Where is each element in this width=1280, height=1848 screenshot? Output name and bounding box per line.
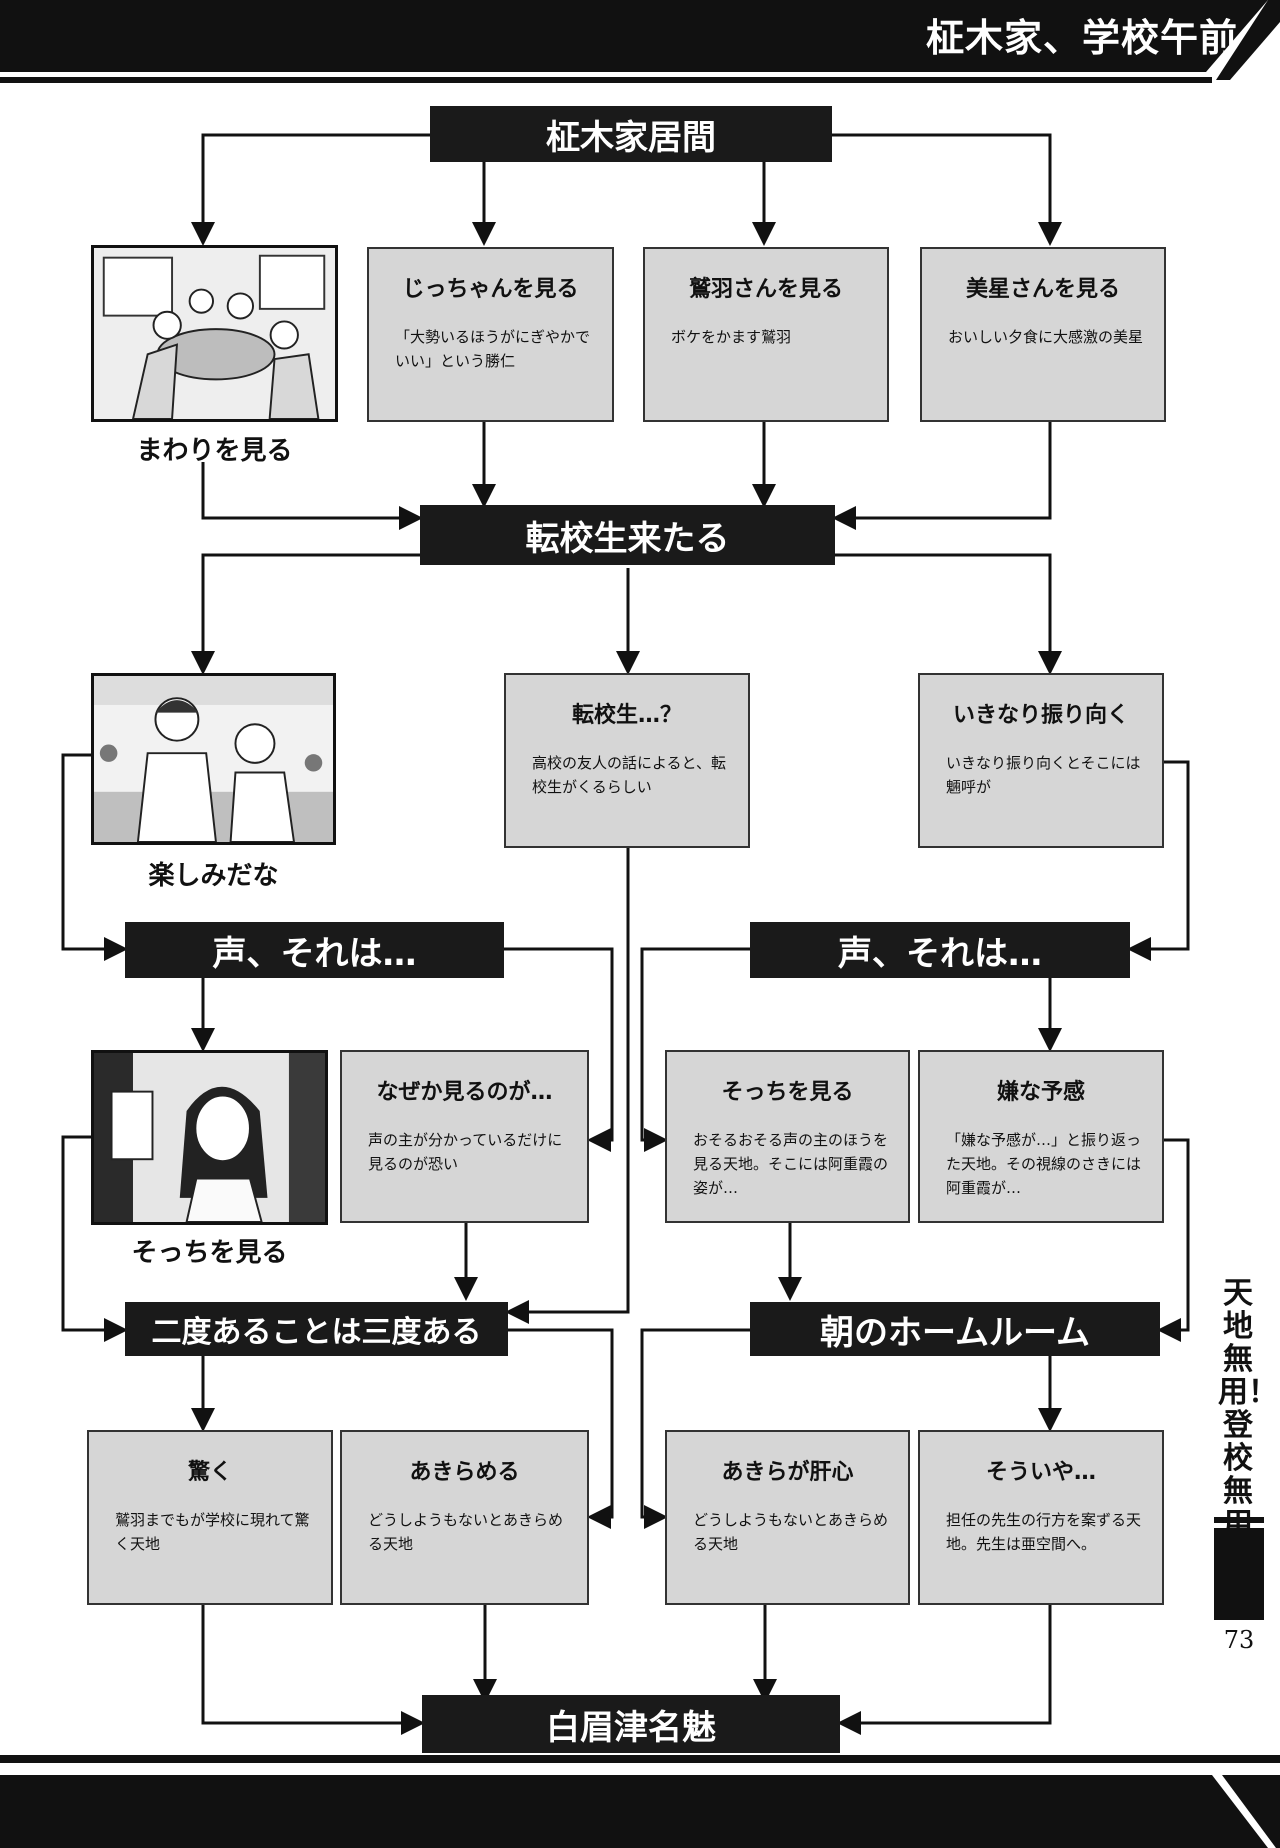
node-living-room: 柾木家居間 <box>430 106 832 162</box>
event-box-naze: なぜか見るのが… 声の主が分かっているだけに見るのが恐い <box>340 1050 589 1223</box>
event-box-washu: 鷲羽さんを見る ボケをかます鷲羽 <box>643 247 889 422</box>
book-title-vertical: 天地無用！登校無用 <box>1218 1277 1278 1577</box>
event-text: どうしようもないとあきらめる天地 <box>368 1511 564 1553</box>
event-text: 「嫌な予感が…」と振り返った天地。その視線のさきには阿重霞が… <box>946 1131 1142 1197</box>
event-title: 鷲羽さんを見る <box>688 277 843 302</box>
header-band <box>0 0 1280 83</box>
node-transfer-student: 転校生来たる <box>420 505 835 565</box>
event-box-tenkousei: 転校生…？ 高校の友人の話によると、転校生がくるらしい <box>504 673 750 848</box>
event-box-jicchan: じっちゃんを見る 「大勢いるほうがにぎやかでいい」という勝仁 <box>367 247 614 422</box>
event-title: 美星さんを見る <box>965 277 1120 302</box>
event-title: そっちを見る <box>721 1080 854 1105</box>
event-text: どうしようもないとあきらめる天地 <box>693 1511 889 1553</box>
scene-caption: まわりを見る <box>136 436 293 466</box>
event-box-akiraga: あきらが肝心 どうしようもないとあきらめる天地 <box>665 1430 910 1605</box>
event-box-ikinari: いきなり振り向く いきなり振り向くとそこには魎呼が <box>918 673 1164 848</box>
event-box-akirameru: あきらめる どうしようもないとあきらめる天地 <box>340 1430 589 1605</box>
sidebar-tab-marker <box>1214 1528 1264 1620</box>
event-text: いきなり振り向くとそこには魎呼が <box>946 754 1141 796</box>
scene-caption: そっちを見る <box>131 1238 288 1268</box>
event-title: あきらが肝心 <box>721 1460 854 1485</box>
book-title: 天地無用！登校無用 <box>1218 1276 1278 1542</box>
page-number: 73 <box>1223 1626 1255 1654</box>
event-title: あきらめる <box>409 1460 520 1485</box>
event-text: おそるおそる声の主のほうを見る天地。そこには阿重霞の姿が… <box>693 1131 889 1197</box>
event-title: 転校生…？ <box>571 703 682 728</box>
event-title: じっちゃんを見る <box>402 277 579 302</box>
event-title: そういや… <box>985 1460 1096 1485</box>
scene-illustration-classroom <box>91 673 336 845</box>
event-box-odoroku: 驚く 鷲羽までもが学校に現れて驚く天地 <box>87 1430 333 1605</box>
event-text: 高校の友人の話によると、転校生がくるらしい <box>532 754 726 796</box>
event-title: いきなり振り向く <box>952 703 1129 728</box>
node-voice-right: 声、それは… <box>750 922 1130 978</box>
page-title: 柾木家、学校午前 <box>926 15 1239 60</box>
node-voice-left: 声、それは… <box>125 922 504 978</box>
event-box-socchi: そっちを見る おそるおそる声の主のほうを見る天地。そこには阿重霞の姿が… <box>665 1050 910 1223</box>
event-box-souiya: そういや… 担任の先生の行方を案ずる天地。先生は亜空間へ。 <box>918 1430 1164 1605</box>
event-text: 「大勢いるほうがにぎやかでいい」という勝仁 <box>395 328 591 370</box>
scene-illustration-dining <box>91 245 338 422</box>
footer-band <box>0 1755 1280 1848</box>
node-final: 白眉津名魅 <box>422 1695 840 1753</box>
event-title: 嫌な予感 <box>996 1080 1085 1105</box>
event-box-mihoshi: 美星さんを見る おいしい夕食に大感激の美星 <box>920 247 1166 422</box>
node-morning-homeroom: 朝のホームルーム <box>750 1302 1160 1356</box>
event-text: ボケをかます鷲羽 <box>671 328 792 346</box>
sidebar-rule <box>1214 1517 1264 1523</box>
event-title: なぜか見るのが… <box>376 1080 553 1105</box>
event-text: 鷲羽までもが学校に現れて驚く天地 <box>115 1511 310 1553</box>
scene-illustration-girl <box>91 1050 328 1225</box>
node-twice-thrice: 二度あることは三度ある <box>125 1302 508 1356</box>
event-box-iyana: 嫌な予感 「嫌な予感が…」と振り返った天地。その視線のさきには阿重霞が… <box>918 1050 1164 1223</box>
scene-caption: 楽しみだな <box>148 861 279 891</box>
event-title: 驚く <box>187 1460 232 1485</box>
event-text: 担任の先生の行方を案ずる天地。先生は亜空間へ。 <box>946 1511 1142 1553</box>
event-text: おいしい夕食に大感激の美星 <box>948 328 1144 346</box>
event-text: 声の主が分かっているだけに見るのが恐い <box>368 1131 563 1173</box>
